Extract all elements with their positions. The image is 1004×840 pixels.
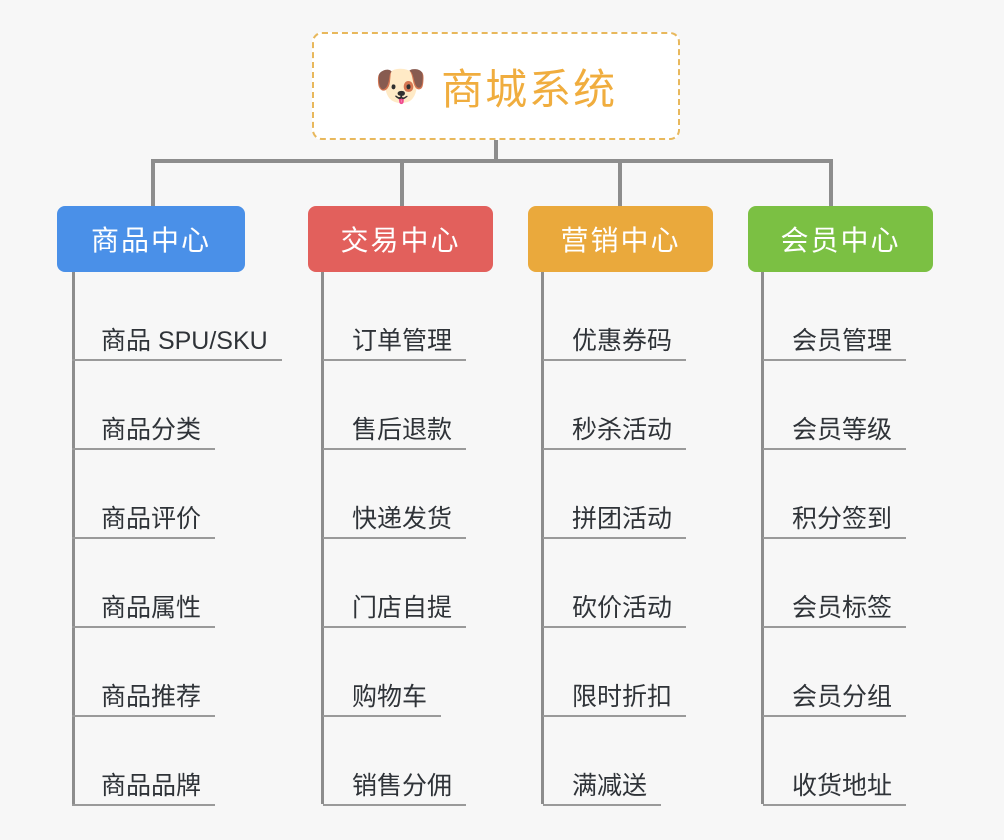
leaf-item[interactable]: 限时折扣 <box>528 628 713 717</box>
connector-root-stem <box>494 140 498 162</box>
leaf-item[interactable]: 收货地址 <box>748 717 933 806</box>
connector-drop-2 <box>400 159 404 207</box>
leaf-spine-2 <box>321 272 324 804</box>
leaf-label: 积分签到 <box>763 505 907 539</box>
leaf-item[interactable]: 商品 SPU/SKU <box>57 272 282 361</box>
leaf-item[interactable]: 拼团活动 <box>528 450 713 539</box>
leaf-label: 限时折扣 <box>543 683 687 717</box>
connector-drop-3 <box>618 159 622 207</box>
category-header-marketing[interactable]: 营销中心 <box>528 206 713 272</box>
root-node[interactable]: 🐶 商城系统 <box>312 32 680 140</box>
leaf-list-4: 会员管理 会员等级 积分签到 会员标签 会员分组 收货地址 <box>748 272 933 806</box>
connector-horizontal-bus <box>151 159 833 163</box>
branch-column-3: 营销中心 优惠券码 秒杀活动 拼团活动 砍价活动 限时折扣 满减送 <box>528 206 713 806</box>
leaf-list-1: 商品 SPU/SKU 商品分类 商品评价 商品属性 商品推荐 商品品牌 <box>57 272 282 806</box>
leaf-item[interactable]: 积分签到 <box>748 450 933 539</box>
leaf-label: 会员管理 <box>763 327 907 361</box>
leaf-item[interactable]: 砍价活动 <box>528 539 713 628</box>
category-header-member[interactable]: 会员中心 <box>748 206 933 272</box>
leaf-spine-3 <box>541 272 544 804</box>
leaf-label: 砍价活动 <box>543 594 687 628</box>
leaf-list-3: 优惠券码 秒杀活动 拼团活动 砍价活动 限时折扣 满减送 <box>528 272 713 806</box>
shiba-dog-face-icon: 🐶 <box>374 62 428 109</box>
leaf-item[interactable]: 商品评价 <box>57 450 245 539</box>
leaf-label: 商品分类 <box>72 416 216 450</box>
leaf-label: 快递发货 <box>323 505 467 539</box>
leaf-item[interactable]: 优惠券码 <box>528 272 713 361</box>
leaf-item[interactable]: 秒杀活动 <box>528 361 713 450</box>
leaf-item[interactable]: 会员等级 <box>748 361 933 450</box>
leaf-label: 会员等级 <box>763 416 907 450</box>
leaf-item[interactable]: 快递发货 <box>308 450 493 539</box>
leaf-label: 购物车 <box>323 683 442 717</box>
leaf-item[interactable]: 商品品牌 <box>57 717 245 806</box>
branch-column-4: 会员中心 会员管理 会员等级 积分签到 会员标签 会员分组 收货地址 <box>748 206 933 806</box>
branch-column-1: 商品中心 商品 SPU/SKU 商品分类 商品评价 商品属性 商品推荐 商品品牌 <box>57 206 282 806</box>
leaf-label: 优惠券码 <box>543 327 687 361</box>
leaf-item[interactable]: 商品推荐 <box>57 628 245 717</box>
leaf-label: 拼团活动 <box>543 505 687 539</box>
leaf-label: 会员标签 <box>763 594 907 628</box>
leaf-label: 商品评价 <box>72 505 216 539</box>
leaf-item[interactable]: 会员标签 <box>748 539 933 628</box>
leaf-label: 满减送 <box>543 772 662 806</box>
leaf-item[interactable]: 订单管理 <box>308 272 493 361</box>
leaf-item[interactable]: 满减送 <box>528 717 713 806</box>
leaf-item[interactable]: 商品分类 <box>57 361 245 450</box>
leaf-label: 商品品牌 <box>72 772 216 806</box>
leaf-label: 商品 SPU/SKU <box>72 327 282 361</box>
leaf-item[interactable]: 商品属性 <box>57 539 245 628</box>
leaf-label: 门店自提 <box>323 594 467 628</box>
leaf-item[interactable]: 销售分佣 <box>308 717 493 806</box>
leaf-item[interactable]: 会员分组 <box>748 628 933 717</box>
leaf-item[interactable]: 门店自提 <box>308 539 493 628</box>
leaf-label: 商品属性 <box>72 594 216 628</box>
leaf-spine-4 <box>761 272 764 804</box>
leaf-label: 收货地址 <box>763 772 907 806</box>
leaf-label: 会员分组 <box>763 683 907 717</box>
leaf-label: 秒杀活动 <box>543 416 687 450</box>
leaf-item[interactable]: 售后退款 <box>308 361 493 450</box>
leaf-label: 销售分佣 <box>323 772 467 806</box>
leaf-label: 订单管理 <box>323 327 467 361</box>
leaf-item[interactable]: 会员管理 <box>748 272 933 361</box>
leaf-label: 商品推荐 <box>72 683 216 717</box>
category-header-product[interactable]: 商品中心 <box>57 206 245 272</box>
leaf-list-2: 订单管理 售后退款 快递发货 门店自提 购物车 销售分佣 <box>308 272 493 806</box>
leaf-item[interactable]: 购物车 <box>308 628 493 717</box>
category-header-trade[interactable]: 交易中心 <box>308 206 493 272</box>
connector-drop-4 <box>829 159 833 207</box>
connector-drop-1 <box>151 159 155 207</box>
root-title: 商城系统 <box>441 65 618 113</box>
leaf-label: 售后退款 <box>323 416 467 450</box>
branch-column-2: 交易中心 订单管理 售后退款 快递发货 门店自提 购物车 销售分佣 <box>308 206 493 806</box>
